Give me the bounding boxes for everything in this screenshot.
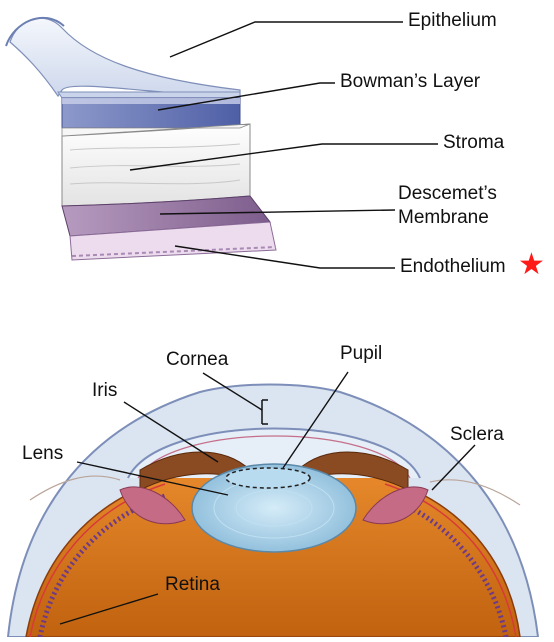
- cornea-layer-block: [6, 18, 276, 260]
- label-sclera: Sclera: [450, 424, 504, 446]
- star-icon: ★: [518, 250, 545, 280]
- pupil: [226, 468, 310, 488]
- label-bowmans-layer: Bowman’s Layer: [340, 71, 480, 93]
- label-cornea: Cornea: [166, 349, 228, 371]
- label-lens: Lens: [22, 443, 63, 465]
- epithelium-layer: [10, 18, 240, 98]
- label-stroma: Stroma: [443, 132, 504, 154]
- label-descemets-line2: Membrane: [398, 207, 489, 229]
- label-epithelium: Epithelium: [408, 10, 497, 32]
- label-retina: Retina: [165, 574, 220, 596]
- label-endothelium: Endothelium: [400, 256, 506, 278]
- label-descemets-line1: Descemet’s: [398, 183, 497, 205]
- eye-cross-section: [8, 385, 538, 638]
- label-iris: Iris: [92, 380, 117, 402]
- label-pupil: Pupil: [340, 343, 382, 365]
